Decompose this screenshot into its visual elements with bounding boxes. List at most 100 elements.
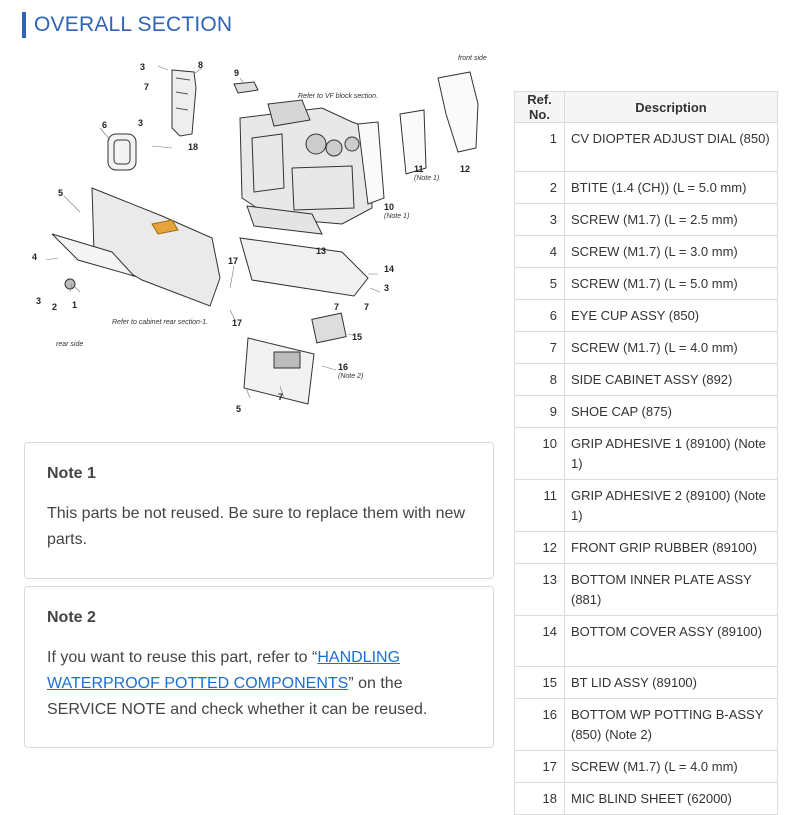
ref-cell: 9	[514, 395, 565, 428]
table-row: 15 BT LID ASSY (89100)	[514, 666, 778, 699]
part-12-front-grip-rubber	[437, 71, 479, 153]
desc-cell: SHOE CAP (875)	[564, 395, 778, 428]
ref-cell: 11	[514, 479, 565, 532]
note-card-2: Note 2 If you want to reuse this part, r…	[24, 586, 494, 748]
section-header: OVERALL SECTION	[22, 12, 232, 38]
table-row: 6 EYE CUP ASSY (850)	[514, 299, 778, 332]
part-11-grip-adhesive-2	[399, 109, 427, 175]
diagram-label-16: 16	[338, 362, 348, 372]
note-title: Note 1	[47, 465, 96, 482]
desc-cell: BTITE (1.4 (CH)) (L = 5.0 mm)	[564, 171, 778, 204]
desc-cell: CV DIOPTER ADJUST DIAL (850)	[564, 122, 778, 172]
ref-cell: 8	[514, 363, 565, 396]
table-row: 16 BOTTOM WP POTTING B-ASSY (850) (Note …	[514, 698, 778, 751]
ref-cell: 2	[514, 171, 565, 204]
desc-cell: SIDE CABINET ASSY (892)	[564, 363, 778, 396]
part-15-bt-lid	[311, 312, 347, 344]
diagram-label-5b: 5	[236, 404, 241, 414]
part-1-diopter-dial	[64, 278, 76, 290]
desc-cell: SCREW (M1.7) (L = 4.0 mm)	[564, 331, 778, 364]
desc-cell: BOTTOM INNER PLATE ASSY (881)	[564, 563, 778, 616]
diagram-label-13: 13	[316, 246, 326, 256]
handling-waterproof-link[interactable]: HANDLING WATERPROOF POTTED COMPONENTS	[47, 649, 401, 692]
diagram-label-2: 2	[52, 302, 57, 312]
table-row: 7 SCREW (M1.7) (L = 4.0 mm)	[514, 331, 778, 364]
desc-cell: BOTTOM WP POTTING B-ASSY (850) (Note 2)	[564, 698, 778, 751]
diagram-label-7d: 7	[278, 392, 283, 402]
table-row: 5 SCREW (M1.7) (L = 5.0 mm)	[514, 267, 778, 300]
diagram-label-3b: 3	[138, 118, 143, 128]
exploded-view-diagram: 3 8 9 7 3 6 18 5 4 3 2 1 17 17 13 14 3 7…	[22, 48, 502, 423]
note-card-1: Note 1 This parts be not reused. Be sure…	[24, 442, 494, 579]
diagram-label-10: 10	[384, 202, 394, 212]
table-row: 11 GRIP ADHESIVE 2 (89100) (Note 1)	[514, 479, 778, 532]
diagram-label-4: 4	[32, 252, 37, 262]
part-8-side-cabinet	[171, 69, 197, 137]
diagram-label-1: 1	[72, 300, 77, 310]
part-10-grip-adhesive-1	[357, 121, 385, 205]
diagram-label-8: 8	[198, 60, 203, 70]
diagram-label-18: 18	[188, 142, 198, 152]
desc-cell: SCREW (M1.7) (L = 2.5 mm)	[564, 203, 778, 236]
note1-label-11: (Note 1)	[414, 175, 439, 182]
desc-cell: GRIP ADHESIVE 1 (89100) (Note 1)	[564, 427, 778, 480]
front-side-label: front side	[458, 55, 487, 62]
desc-cell: BOTTOM COVER ASSY (89100)	[564, 615, 778, 667]
desc-cell: SCREW (M1.7) (L = 5.0 mm)	[564, 267, 778, 300]
ref-cell: 5	[514, 267, 565, 300]
note-body: This parts be not reused. Be sure to rep…	[47, 505, 465, 548]
table-row: 17 SCREW (M1.7) (L = 4.0 mm)	[514, 750, 778, 783]
diagram-label-17: 17	[228, 256, 238, 266]
ref-cell: 16	[514, 698, 565, 751]
diagram-label-15: 15	[352, 332, 362, 342]
section-accent-bar	[22, 12, 26, 38]
part-14-bottom-cover	[239, 237, 369, 297]
table-row: 14 BOTTOM COVER ASSY (89100)	[514, 615, 778, 667]
ref-cell: 3	[514, 203, 565, 236]
table-row: 13 BOTTOM INNER PLATE ASSY (881)	[514, 563, 778, 616]
table-row: 4 SCREW (M1.7) (L = 3.0 mm)	[514, 235, 778, 268]
table-row: 9 SHOE CAP (875)	[514, 395, 778, 428]
table-header-row: Ref. No. Description	[514, 91, 778, 123]
desc-cell: FRONT GRIP RUBBER (89100)	[564, 531, 778, 564]
vf-ref-label: Refer to VF block section.	[298, 93, 378, 100]
desc-cell: SCREW (M1.7) (L = 3.0 mm)	[564, 235, 778, 268]
diagram-label-5: 5	[58, 188, 63, 198]
diagram-label-14: 14	[384, 264, 394, 274]
ref-cell: 12	[514, 531, 565, 564]
table-row: 3 SCREW (M1.7) (L = 2.5 mm)	[514, 203, 778, 236]
header-ref-no: Ref. No.	[514, 91, 565, 123]
diagram-label-7: 7	[144, 82, 149, 92]
desc-cell: SCREW (M1.7) (L = 4.0 mm)	[564, 750, 778, 783]
note-body: If you want to reuse this part, refer to…	[47, 645, 471, 723]
note2-label-16: (Note 2)	[338, 373, 363, 380]
table-row: 1 CV DIOPTER ADJUST DIAL (850)	[514, 122, 778, 172]
ref-cell: 15	[514, 666, 565, 699]
diagram-label-11: 11	[414, 164, 424, 174]
page-title: OVERALL SECTION	[34, 13, 233, 36]
diagram-label-7b: 7	[334, 302, 339, 312]
ref-cell: 10	[514, 427, 565, 480]
note-text-before: If you want to reuse this part, refer to…	[47, 649, 318, 666]
note-text-after: ” on the SERVICE NOTE and check whether …	[47, 675, 428, 718]
diagram-label-6: 6	[102, 120, 107, 130]
ref-cell: 17	[514, 750, 565, 783]
table-row: 10 GRIP ADHESIVE 1 (89100) (Note 1)	[514, 427, 778, 480]
diagram-label-17b: 17	[232, 318, 242, 328]
exploded-view-svg: 3 8 9 7 3 6 18 5 4 3 2 1 17 17 13 14 3 7…	[32, 55, 487, 414]
part-9-shoe-cap	[233, 81, 259, 94]
part-6-eye-cup	[107, 133, 137, 171]
desc-cell: GRIP ADHESIVE 2 (89100) (Note 1)	[564, 479, 778, 532]
rear-cabinet	[91, 187, 221, 307]
ref-cell: 14	[514, 615, 565, 667]
ref-cell: 4	[514, 235, 565, 268]
desc-cell: MIC BLIND SHEET (62000)	[564, 782, 778, 815]
parts-table: Ref. No. Description 1 CV DIOPTER ADJUST…	[514, 91, 778, 815]
header-description: Description	[564, 91, 778, 123]
desc-cell: EYE CUP ASSY (850)	[564, 299, 778, 332]
part-13-inner-plate	[246, 205, 323, 235]
table-row: 12 FRONT GRIP RUBBER (89100)	[514, 531, 778, 564]
table-row: 8 SIDE CABINET ASSY (892)	[514, 363, 778, 396]
camera-main-body	[239, 107, 373, 225]
table-row: 2 BTITE (1.4 (CH)) (L = 5.0 mm)	[514, 171, 778, 204]
